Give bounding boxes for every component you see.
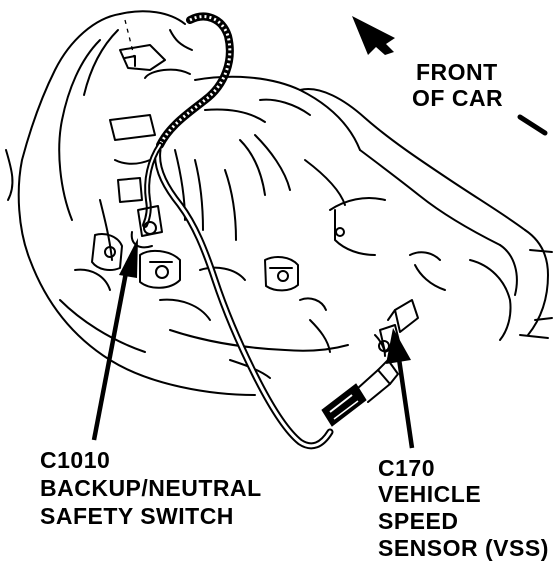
backup-neutral-label: BACKUP/NEUTRAL xyxy=(40,475,262,501)
c1010-pointer-arrow xyxy=(91,238,138,441)
c170-connector-id-label: C170 xyxy=(378,455,435,481)
c170-pointer-arrow xyxy=(386,328,415,449)
front-of-car-arrow xyxy=(352,16,548,136)
safety-switch-label: SAFETY SWITCH xyxy=(40,503,234,529)
c1010-connector-id-label: C1010 xyxy=(40,447,110,473)
speed-label: SPEED xyxy=(378,508,458,534)
vehicle-label: VEHICLE xyxy=(378,481,481,507)
sensor-vss-label: SENSOR (VSS) xyxy=(378,535,549,561)
transmission-housing xyxy=(5,10,553,396)
front-of-car-label-line1: FRONT xyxy=(416,59,498,85)
wiring-harness xyxy=(142,12,334,450)
c170-connector xyxy=(321,340,399,427)
front-of-car-label-line2: OF CAR xyxy=(412,85,503,111)
